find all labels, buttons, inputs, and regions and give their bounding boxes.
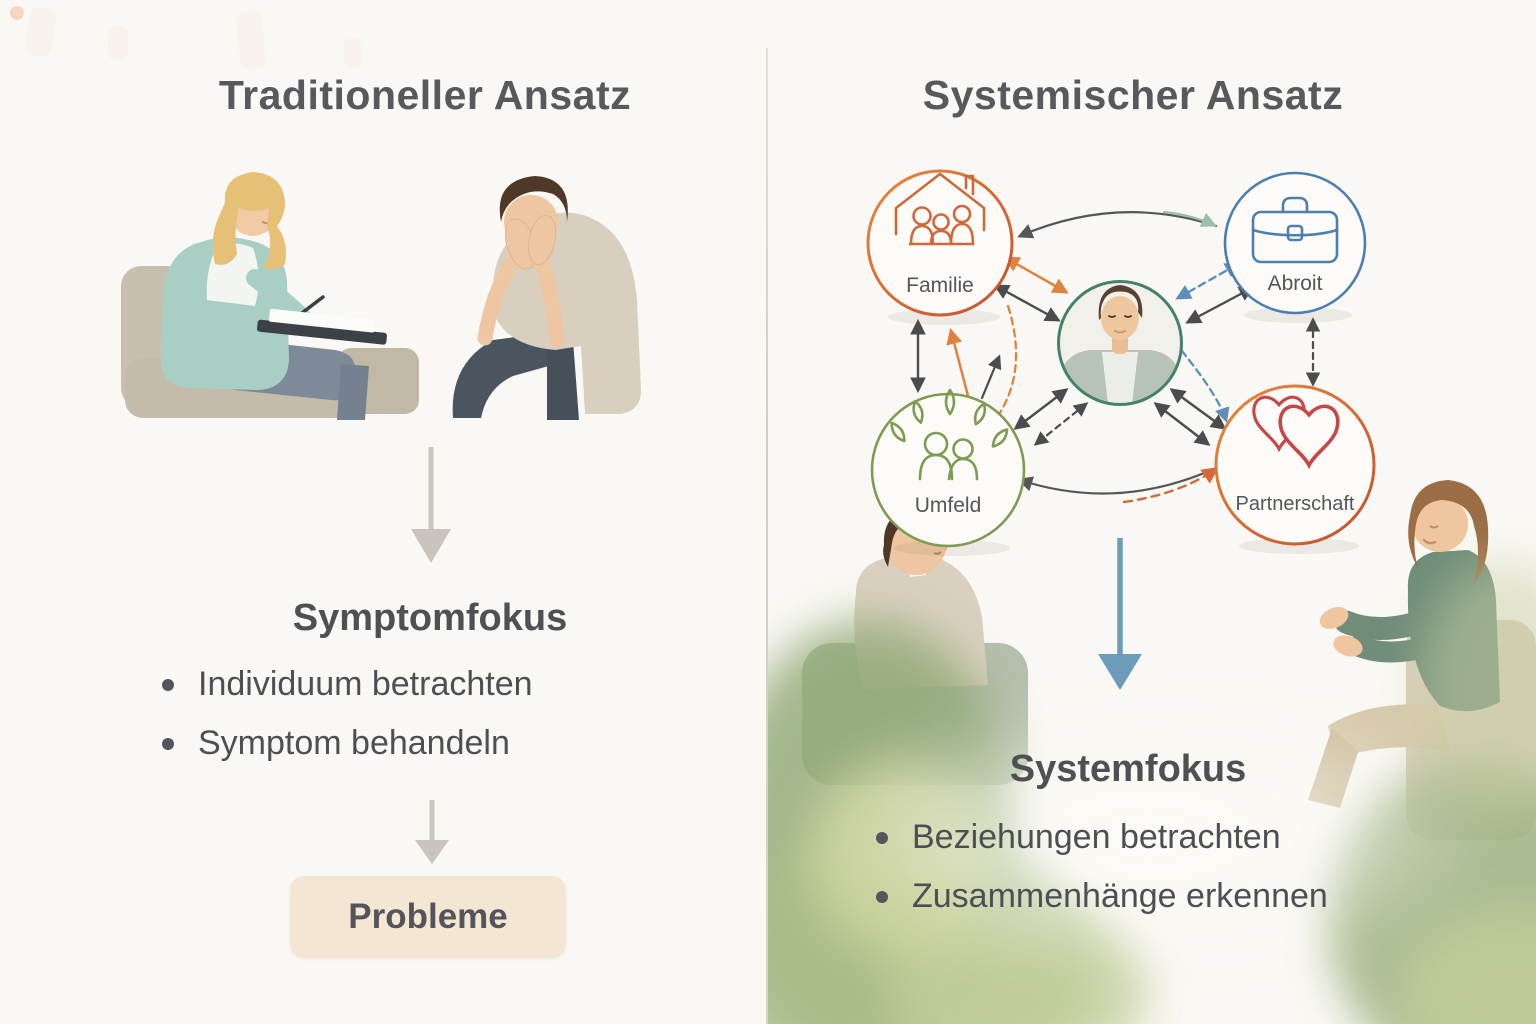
system-focus-bullets: Beziehungen betrachten Zusammenhänge erk…: [876, 818, 1476, 916]
bullet-dot: [876, 831, 888, 844]
bullet-text: Beziehungen betrachten: [912, 818, 1281, 856]
person-portrait: [1059, 282, 1181, 404]
list-item: Beziehungen betrachten: [876, 818, 1476, 857]
system-network-diagram: Familie Abroit: [866, 169, 1376, 556]
people-leaves-icon: [890, 388, 1009, 481]
bullet-dot: [876, 890, 888, 903]
symptom-focus-title: Symptomfokus: [292, 597, 568, 639]
node-label-familie: Familie: [906, 274, 974, 297]
decorative-shape: [344, 38, 362, 68]
panel-traditional: Traditioneller Ansatz: [121, 72, 702, 958]
bullet-text: Individuum betrachten: [198, 665, 533, 703]
node-familie: Familie: [866, 169, 1014, 317]
bullet-text: Symptom behandeln: [198, 724, 510, 762]
node-umfeld: Umfeld: [870, 388, 1026, 548]
symptom-focus-bullets: Individuum betrachten Symptom behandeln: [162, 665, 702, 763]
therapy-scene-illustration: [121, 172, 641, 420]
clipboard-illustration: [257, 308, 387, 345]
node-partnerschaft: Partnerschaft: [1214, 384, 1376, 546]
node-center-person: [1057, 280, 1183, 406]
network-arrows: [910, 210, 1321, 504]
probleme-label: Probleme: [348, 897, 508, 936]
bullet-text: Zusammenhänge erkennen: [912, 877, 1328, 915]
system-focus-title: Systemfokus: [1009, 748, 1247, 790]
probleme-box: Probleme: [290, 876, 566, 958]
list-item: Symptom behandeln: [162, 724, 702, 763]
list-item: Individuum betrachten: [162, 665, 702, 704]
down-arrow-gray-small-icon: [415, 800, 449, 864]
house-family-icon: [894, 172, 986, 246]
node-label-partnerschaft: Partnerschaft: [1236, 493, 1355, 515]
node-shadows: [888, 307, 1359, 556]
decorative-dot: [10, 6, 24, 20]
bullet-dot: [162, 678, 174, 691]
panel-divider: [766, 48, 768, 1024]
node-label-umfeld: Umfeld: [915, 494, 982, 517]
down-arrow-blue-icon: [1098, 538, 1142, 690]
decorative-shape: [108, 26, 128, 60]
list-item: Zusammenhänge erkennen: [876, 877, 1476, 916]
systemic-title: Systemischer Ansatz: [922, 72, 1344, 118]
bullet-dot: [162, 737, 174, 750]
briefcase-icon: [1251, 196, 1339, 264]
traditional-title: Traditioneller Ansatz: [218, 72, 632, 118]
distressed-man-illustration: [452, 176, 641, 420]
down-arrow-gray-icon: [411, 447, 451, 563]
node-arbeit: Abroit: [1223, 171, 1367, 315]
hearts-icon: [1252, 395, 1340, 470]
therapist-illustration: [161, 172, 387, 420]
node-label-arbeit: Abroit: [1268, 272, 1323, 295]
panel-systemic: Systemischer Ansatz: [768, 0, 1536, 1024]
text-haze: [798, 690, 1498, 980]
